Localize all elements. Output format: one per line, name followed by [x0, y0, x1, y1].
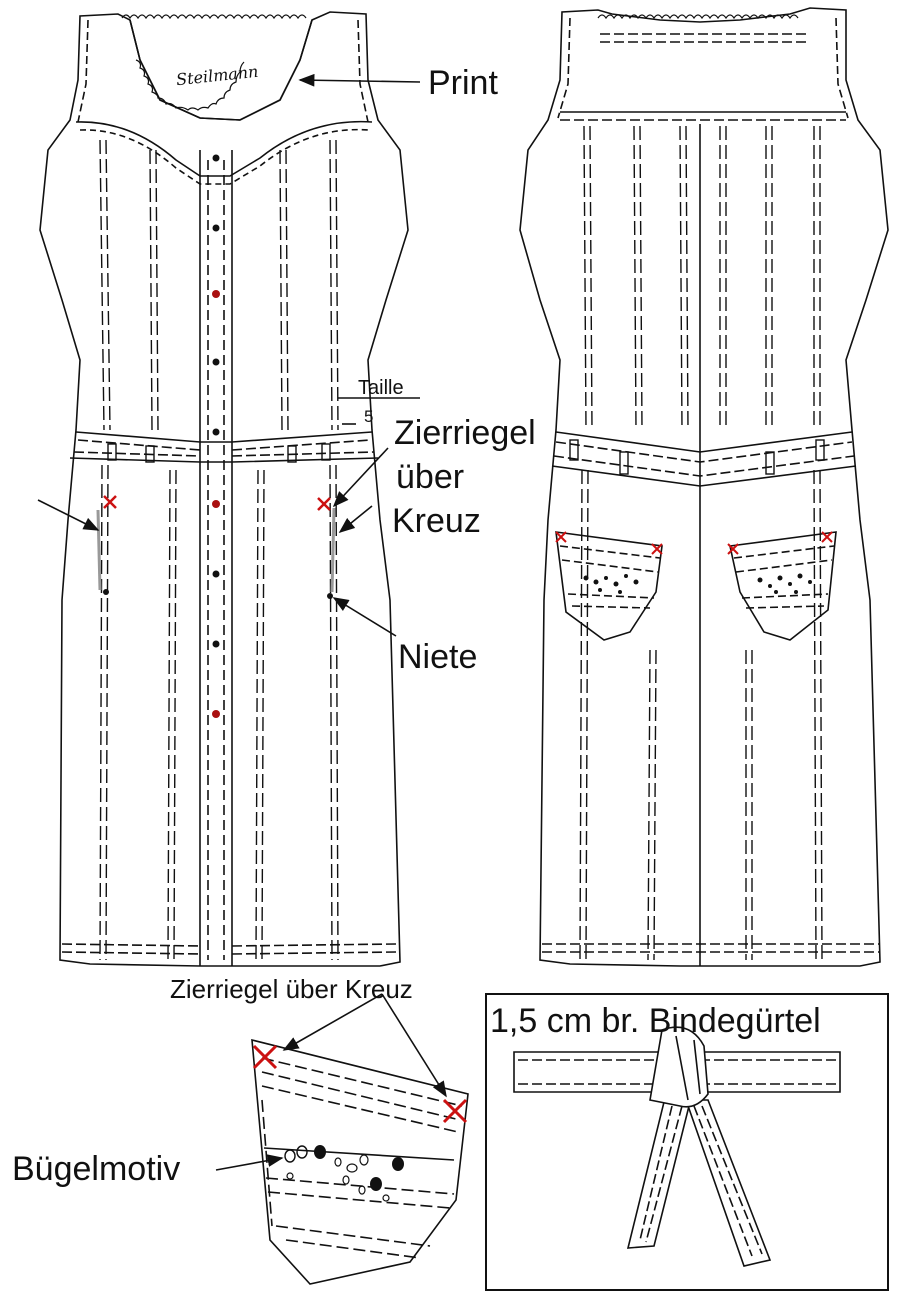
leader-left-pocket	[37, 499, 100, 531]
pocket-detail-outline	[251, 1038, 469, 1285]
pocket-detail-stitch-low	[275, 1225, 431, 1259]
armhole-right	[357, 19, 369, 123]
leader-lines	[37, 73, 447, 1171]
back-belt-loops	[569, 439, 825, 475]
leader-buegelmotiv	[215, 1154, 284, 1171]
back-waistband-stitch-2	[553, 455, 855, 477]
label-taille-value: 5	[364, 407, 374, 426]
back-pocket-left-stitch	[559, 545, 661, 573]
pocket-detail-stitch-top	[261, 1057, 463, 1133]
waistband-stitch-2	[73, 451, 375, 457]
pocket-detail-stitch-side	[261, 1099, 273, 1227]
back-armhole-l	[557, 17, 571, 119]
label-zierriegel: Zierriegel	[394, 414, 536, 452]
pocket-detail-bartacks	[252, 1044, 468, 1124]
label-niete: Niete	[398, 638, 478, 676]
leader-zierriegel-detail-1	[282, 993, 383, 1051]
back-pocket-right	[729, 531, 837, 641]
pocket-opening-left	[96, 509, 102, 591]
hem-stitch-2	[61, 951, 397, 955]
leader-zierriegel	[332, 447, 389, 508]
label-buegelmotiv: Bügelmotiv	[12, 1150, 181, 1188]
belt-knot	[649, 1026, 709, 1108]
hem-stitch	[61, 943, 397, 947]
belt-box	[485, 993, 889, 1291]
pocket-detail-band	[263, 1147, 455, 1161]
back-neck	[597, 14, 799, 20]
front-rivets	[103, 589, 333, 599]
back-waistband-top	[555, 431, 853, 453]
leader-niete	[332, 597, 397, 637]
waistband-bottom	[69, 457, 379, 463]
back-view	[519, 7, 889, 967]
back-pocket-left-stitch-2	[567, 593, 655, 609]
belt-title: 1,5 cm br. Bindegürtel	[490, 1002, 821, 1040]
front-view	[39, 11, 409, 967]
armhole-left	[77, 19, 89, 123]
label-taille: Taille	[358, 377, 404, 399]
back-bartacks	[555, 531, 833, 555]
pocket-opening-right	[330, 507, 336, 593]
waistband-stitch	[77, 439, 371, 451]
back-pocket-left	[555, 531, 663, 641]
pocket-motif	[284, 1145, 404, 1202]
neck-ruffle-inner	[135, 59, 245, 111]
belt-loops	[107, 443, 331, 463]
neck-ruffle	[121, 14, 307, 20]
yoke-seam	[75, 120, 373, 177]
back-waistband-bottom	[551, 465, 857, 487]
leader-zierriegel-detail-2	[381, 993, 447, 1098]
label-zierriegel-detail: Zierriegel über Kreuz	[170, 974, 413, 1004]
front-buttons	[212, 154, 220, 718]
label-kreuz: Kreuz	[392, 502, 481, 540]
back-armhole-r	[835, 17, 849, 119]
back-stripes	[579, 125, 823, 961]
yoke-seam-2	[79, 128, 369, 185]
label-print: Print	[428, 64, 498, 102]
panel-stripes	[99, 139, 339, 961]
belt-knot-fold	[675, 1035, 701, 1101]
belt-detail	[513, 1026, 841, 1267]
back-waistband-stitch	[555, 441, 853, 463]
belt-tail-left	[626, 1101, 692, 1249]
back-pocket-motifs	[583, 573, 812, 594]
front-neckline	[129, 19, 313, 121]
belt-tail-stitch	[639, 1105, 763, 1257]
leader-print	[298, 73, 421, 87]
leader-kreuz	[338, 505, 373, 534]
front-bartacks	[103, 495, 331, 511]
back-pocket-right-stitch-2	[741, 593, 829, 609]
label-ueber: über	[396, 458, 465, 496]
back-pocket-right-stitch	[733, 545, 835, 573]
waistband-top	[75, 431, 373, 443]
back-outline	[519, 7, 889, 967]
